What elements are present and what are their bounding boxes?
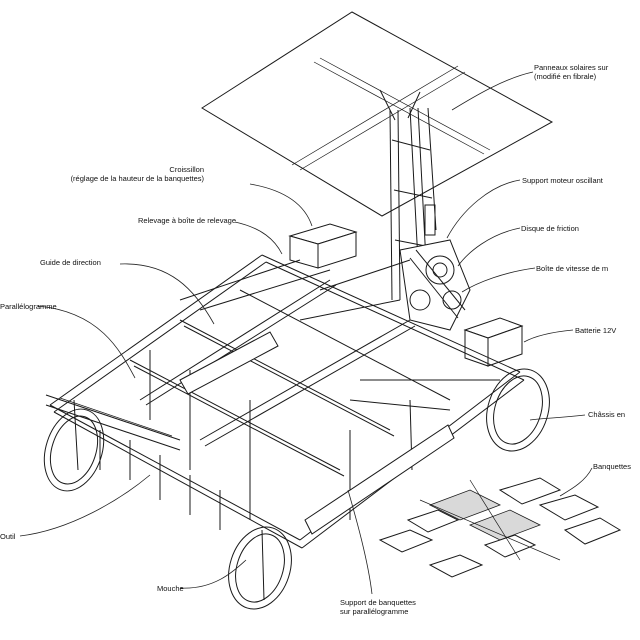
- label-line: Mouche: [157, 584, 184, 593]
- label-chassis: Châssis en: [588, 410, 625, 419]
- label-bench-support: Support de banquettes sur parallélogramm…: [340, 598, 416, 616]
- chassis-frame: [45, 254, 525, 549]
- label-mouche: Mouche: [157, 584, 184, 593]
- label-battery: Batterie 12V: [575, 326, 616, 335]
- label-friction-disc: Disque de friction: [521, 224, 579, 233]
- wheel-front-left: [43, 399, 105, 492]
- mast: [389, 107, 437, 301]
- battery-box: [463, 317, 524, 367]
- label-solar-panel: Panneaux solaires sur (modifié en fibral…: [534, 63, 608, 81]
- label-crankshaft: Croissillon (réglage de la hauteur de la…: [71, 165, 204, 183]
- solar-panel: [201, 11, 554, 217]
- label-line: Guide de direction: [40, 258, 101, 267]
- label-parallelogram: Parallélogramme: [0, 302, 57, 311]
- label-line: Batterie 12V: [575, 326, 617, 335]
- label-line: Boîte de vitesse de m: [536, 264, 609, 273]
- label-line: (réglage de la hauteur de la banquettes): [70, 174, 204, 183]
- wheel-front-right: [228, 526, 292, 610]
- banquettes: [378, 477, 622, 578]
- label-reducer-support: Support moteur oscillant: [522, 176, 603, 185]
- label-line: sur parallélogramme: [340, 607, 409, 616]
- label-line: Outil: [0, 532, 16, 541]
- label-line: Croissillon: [169, 165, 204, 174]
- label-line: Banquettes: [593, 462, 631, 471]
- label-steering-guide: Guide de direction: [40, 258, 101, 267]
- label-line: Relevage à boîte de relevage: [138, 216, 236, 225]
- label-tool: Outil: [0, 532, 15, 541]
- label-line: Châssis en: [588, 410, 626, 419]
- label-banquettes: Banquettes: [593, 462, 631, 471]
- label-line: (modifié en fibrale): [534, 72, 597, 81]
- leader-lines: [19, 71, 593, 595]
- label-line: Disque de friction: [521, 224, 579, 233]
- label-gearbox: Boîte de vitesse de m: [536, 264, 608, 273]
- label-line: Support moteur oscillant: [522, 176, 603, 185]
- drive-block: [399, 239, 471, 331]
- winch-box: [288, 223, 358, 269]
- label-line: Panneaux solaires sur: [534, 63, 609, 72]
- tools-row: [99, 430, 221, 530]
- label-line: Support de banquettes: [340, 598, 416, 607]
- label-line: Parallélogramme: [0, 302, 57, 311]
- label-winch: Relevage à boîte de relevage: [138, 216, 236, 225]
- wheel-rear-right: [486, 368, 550, 452]
